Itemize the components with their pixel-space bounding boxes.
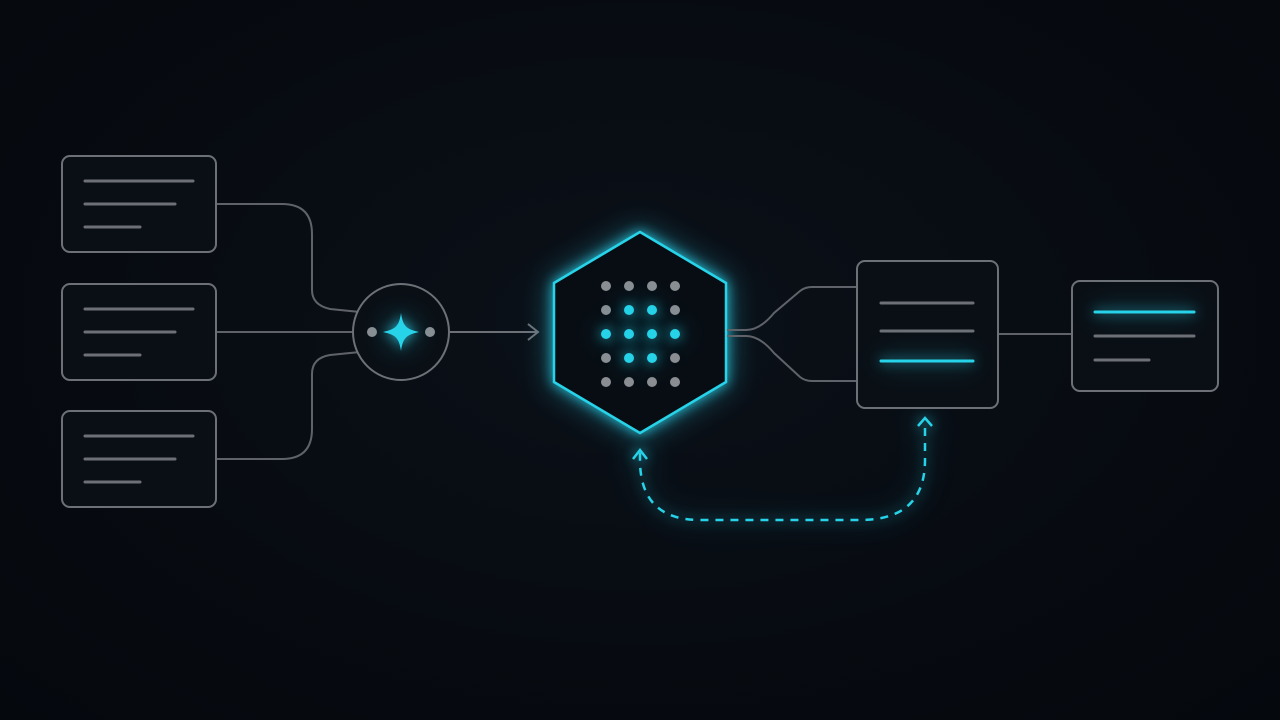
- middle-document-box-frame: [856, 260, 999, 409]
- input-document-3[interactable]: [61, 410, 217, 508]
- core-dot: [670, 329, 680, 339]
- core-dot: [670, 377, 680, 387]
- input-documents: [61, 155, 217, 508]
- arrowhead-icon: [527, 323, 540, 341]
- merge-node[interactable]: [352, 283, 450, 381]
- core-dot: [624, 377, 634, 387]
- merge-dot-left: [367, 327, 377, 337]
- core-dot: [624, 305, 634, 315]
- sparkle-icon: [383, 313, 419, 351]
- feedback-arrowhead-doc: [917, 416, 933, 427]
- core-dot: [670, 353, 680, 363]
- core-dot: [624, 281, 634, 291]
- core-dot: [601, 305, 611, 315]
- output-document-box[interactable]: [1071, 280, 1219, 392]
- middle-document[interactable]: [856, 260, 999, 409]
- core-dot: [601, 377, 611, 387]
- core-dot: [647, 329, 657, 339]
- feedback-dashed-path: [638, 428, 927, 522]
- connector-input-3: [217, 351, 361, 460]
- input-document-2[interactable]: [61, 283, 217, 381]
- core-dot: [624, 329, 634, 339]
- core-dot: [670, 305, 680, 315]
- input-connectors: [217, 203, 361, 460]
- core-dot: [647, 377, 657, 387]
- core-dot: [601, 353, 611, 363]
- core-dot: [670, 281, 680, 291]
- core-dot: [647, 305, 657, 315]
- middle-document-box[interactable]: [856, 260, 999, 409]
- connector-input-1: [217, 203, 361, 313]
- core-node[interactable]: [552, 230, 728, 435]
- core-dot: [647, 353, 657, 363]
- core-dot: [624, 353, 634, 363]
- core-dot: [601, 281, 611, 291]
- merge-dot-right: [425, 327, 435, 337]
- input-document-1[interactable]: [61, 155, 217, 253]
- merge-to-core-arrow: [450, 323, 540, 341]
- core-dot: [601, 329, 611, 339]
- core-dot: [647, 281, 657, 291]
- connector-core-lower: [727, 335, 857, 382]
- feedback-arrowhead-core: [632, 447, 648, 460]
- core-to-doc-connectors: [727, 286, 1072, 382]
- dot-grid-hexagon-icon: [601, 281, 680, 387]
- feedback-loop: [632, 416, 933, 522]
- connector-core-upper: [727, 286, 857, 331]
- output-document[interactable]: [1071, 280, 1219, 392]
